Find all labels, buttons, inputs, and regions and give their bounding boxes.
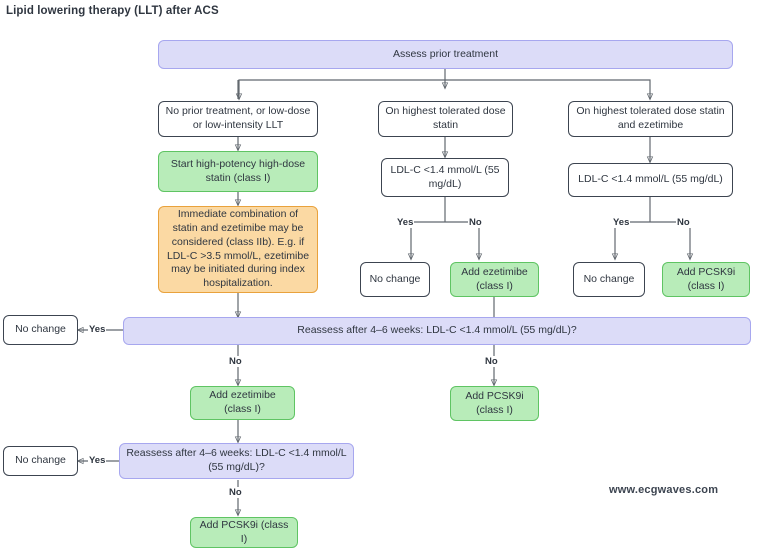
node-label: LDL-C <1.4 mmol/L (55 mg/dL) [390,163,500,190]
node-label: Add ezetimibe (class I) [461,265,528,292]
node-ldl-target-right[interactable]: LDL-C <1.4 mmol/L (55 mg/dL) [568,163,733,197]
node-label: No change [15,323,66,336]
node-label: LDL-C <1.4 mmol/L (55 mg/dL) [578,173,723,186]
node-label: No change [369,272,421,285]
node-label: Assess prior treatment [392,47,499,60]
node-label: On highest tolerated dose statin and eze… [576,105,725,131]
watermark-label: www.ecgwaves.com [609,484,719,496]
edge-label-middle-yes: Yes [396,217,415,228]
node-no-change-right[interactable]: No change [573,262,645,297]
node-label: On highest tolerated dose statin [385,105,506,131]
node-reassess-bar2[interactable]: Reassess after 4–6 weeks: LDL-C <1.4 mmo… [119,443,354,479]
edge-label-right-no: No [676,217,691,228]
node-branch-statin-and-ezetimibe[interactable]: On highest tolerated dose statin and eze… [568,101,733,137]
node-label: Add PCSK9i (class I) [676,265,736,292]
node-label: Start high-potency high-dose statin (cla… [170,157,306,184]
node-branch-no-prior-treatment[interactable]: No prior treatment, or low-dose or low-i… [158,101,318,137]
node-label: Add ezetimibe (class I) [209,389,276,415]
edge-label-middle-no: No [468,217,483,228]
edge-label-bar2-no: No [228,487,243,498]
node-add-ezetimibe-middle[interactable]: Add ezetimibe (class I) [450,262,539,297]
node-start-high-dose-statin[interactable]: Start high-potency high-dose statin (cla… [158,151,318,192]
node-reassess-bar1[interactable]: Reassess after 4–6 weeks: LDL-C <1.4 mmo… [123,317,751,345]
node-add-pcsk9i-right[interactable]: Add PCSK9i (class I) [662,262,750,297]
node-no-change-bar1[interactable]: No change [3,315,78,345]
edge-label-bar2-yes: Yes [88,455,107,466]
node-assess-prior-treatment[interactable]: Assess prior treatment [158,40,733,69]
node-ldl-target-middle[interactable]: LDL-C <1.4 mmol/L (55 mg/dL) [381,158,509,197]
node-label: Reassess after 4–6 weeks: LDL-C <1.4 mmo… [297,324,577,337]
node-immediate-combination[interactable]: Immediate combination of statin and ezet… [158,206,318,293]
node-label: No change [583,272,635,285]
node-add-ezetimibe-lower[interactable]: Add ezetimibe (class I) [190,386,295,420]
node-add-pcsk9i-lower-middle[interactable]: Add PCSK9i (class I) [450,386,539,421]
edge-label-bar1-no-middle: No [484,356,499,367]
node-label: Add PCSK9i (class I) [465,389,524,416]
edge-label-bar1-yes: Yes [88,324,107,335]
node-no-change-middle[interactable]: No change [360,262,430,297]
edge-label-bar1-no-left: No [228,356,243,367]
node-label: Reassess after 4–6 weeks: LDL-C <1.4 mmo… [126,447,347,473]
edge-label-right-yes: Yes [612,217,631,228]
node-label: No prior treatment, or low-dose or low-i… [165,105,311,131]
node-add-pcsk9i-bottom[interactable]: Add PCSK9i (class I) [190,517,298,548]
node-label: No change [15,454,66,467]
node-label: Immediate combination of statin and ezet… [166,207,310,290]
page-title: Lipid lowering therapy (LLT) after ACS [6,5,219,17]
node-no-change-bar2[interactable]: No change [3,446,78,476]
node-label: Add PCSK9i (class I) [199,518,289,545]
node-branch-highest-dose-statin[interactable]: On highest tolerated dose statin [378,101,513,137]
